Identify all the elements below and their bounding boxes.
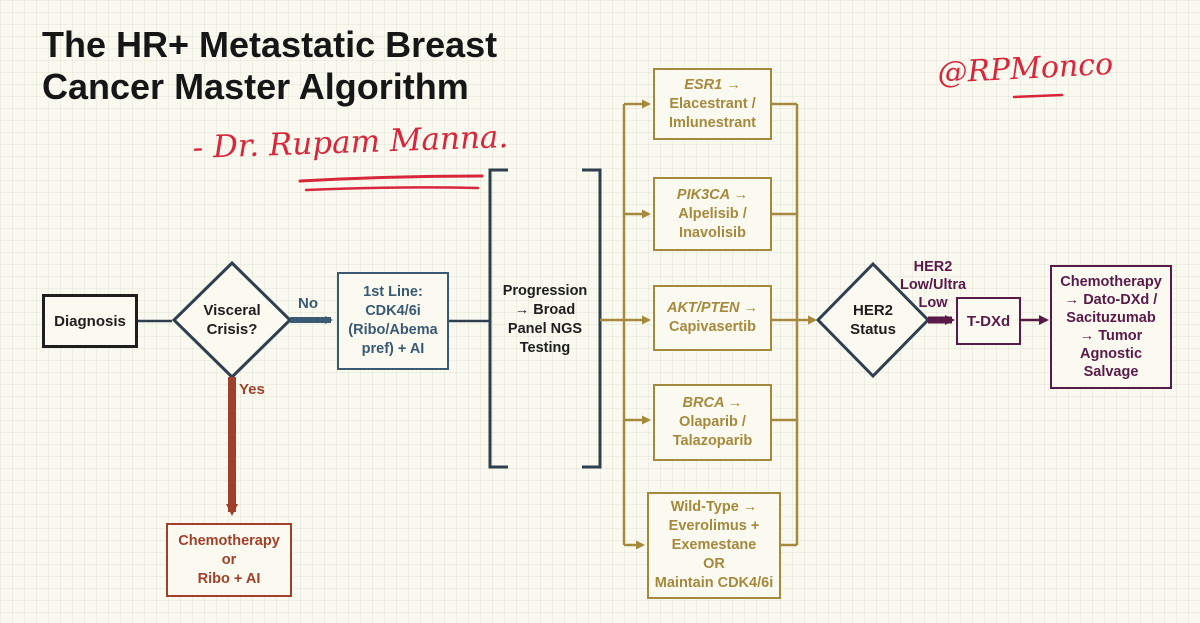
diagnosis-label: Diagnosis bbox=[54, 312, 126, 330]
handle-underline bbox=[1012, 93, 1064, 99]
akt-pten-node: AKT/PTEN → Capivasertib bbox=[653, 285, 772, 351]
pik3ca-node: PIK3CA → Alpelisib / Inavolisib bbox=[653, 177, 772, 251]
signature-underline-2 bbox=[304, 186, 480, 192]
first-line-node: 1st Line: CDK4/6i (Ribo/Abema pref) + AI bbox=[337, 272, 449, 370]
her2-status-diamond bbox=[815, 261, 931, 379]
esr1-drug: Elacestrant / Imlunestrant bbox=[668, 95, 756, 131]
diagnosis-node: Diagnosis bbox=[42, 294, 138, 348]
brca-node: BRCA → Olaparib / Talazoparib bbox=[653, 384, 772, 461]
edge-label-yes: Yes bbox=[239, 381, 265, 398]
brca-gene: BRCA → bbox=[682, 395, 743, 411]
esr1-gene: ESR1 → bbox=[684, 76, 741, 93]
pik3ca-gene: PIK3CA → bbox=[676, 186, 749, 203]
tdxd-label: T-DXd bbox=[966, 312, 1011, 330]
esr1-node: ESR1 → Elacestrant / Imlunestrant bbox=[653, 68, 772, 140]
progression-bracket-left bbox=[488, 168, 508, 469]
pik3ca-drug: Alpelisib / Inavolisib bbox=[678, 205, 747, 241]
wildtype-label: Wild-Type → Everolimus + Exemestane OR M… bbox=[654, 499, 774, 591]
visceral-crisis-diamond bbox=[171, 260, 293, 380]
page-title: The HR+ Metastatic Breast Cancer Master … bbox=[42, 24, 497, 108]
akt-pten-gene: AKT/PTEN → bbox=[666, 300, 759, 316]
akt-pten-drug: Capivasertib bbox=[668, 319, 757, 335]
chemo-ribo-node: Chemotherapy or Ribo + AI bbox=[166, 523, 292, 597]
first-line-label: 1st Line: CDK4/6i (Ribo/Abema pref) + AI bbox=[348, 284, 438, 357]
progression-bracket-right bbox=[582, 168, 602, 469]
tdxd-node: T-DXd bbox=[956, 297, 1021, 345]
salvage-node: Chemotherapy → Dato-DXd / Sacituzumab → … bbox=[1050, 265, 1172, 389]
chemo-ribo-label: Chemotherapy or Ribo + AI bbox=[178, 532, 280, 587]
brca-drug: Olaparib / Talazoparib bbox=[672, 414, 753, 449]
handle-text: @RPMonco bbox=[937, 47, 1114, 91]
title-line-1: The HR+ Metastatic Breast bbox=[42, 24, 498, 65]
wildtype-node: Wild-Type → Everolimus + Exemestane OR M… bbox=[647, 492, 781, 599]
salvage-label: Chemotherapy → Dato-DXd / Sacituzumab → … bbox=[1060, 274, 1162, 380]
edge-label-no: No bbox=[298, 295, 318, 312]
signature-underline-1 bbox=[298, 174, 484, 183]
signature-text: - Dr. Rupam Manna. bbox=[192, 119, 509, 166]
title-line-2: Cancer Master Algorithm bbox=[42, 66, 469, 107]
